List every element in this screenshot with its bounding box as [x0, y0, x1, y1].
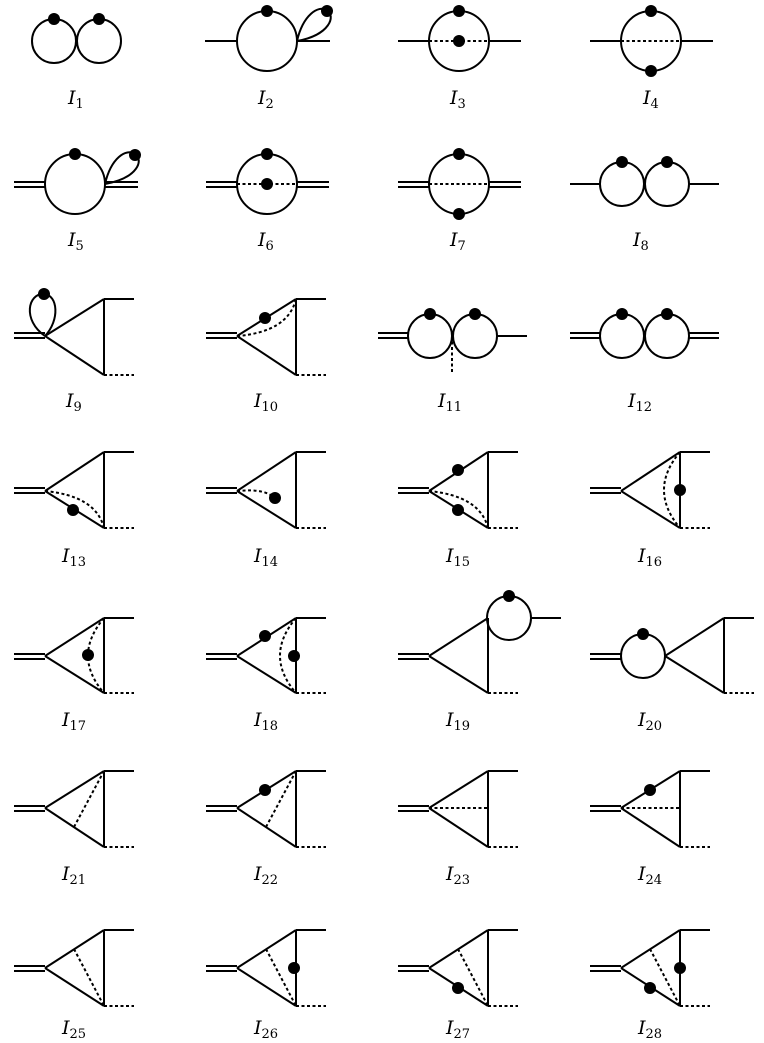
label-i9: I9 [65, 390, 82, 415]
diagram-i18 [206, 617, 326, 694]
label-i19: I19 [445, 709, 470, 734]
diagram-i17 [14, 617, 134, 694]
diagram-i28 [590, 929, 710, 1007]
label-i6: I6 [257, 229, 274, 254]
label-i11: I11 [437, 390, 462, 415]
label-i17: I17 [61, 709, 86, 734]
diagram-i11 [378, 308, 527, 372]
diagram-i16 [590, 451, 710, 529]
label-i25: I25 [61, 1017, 86, 1042]
label-i26: I26 [253, 1017, 278, 1042]
diagram-i2 [205, 5, 333, 72]
label-i14: I14 [253, 545, 278, 570]
label-i16: I16 [637, 545, 662, 570]
label-i20: I20 [637, 709, 662, 734]
diagram-i4 [590, 5, 713, 77]
label-i7: I7 [449, 229, 466, 254]
label-i4: I4 [642, 87, 659, 112]
label-i13: I13 [61, 545, 86, 570]
diagram-i19 [398, 590, 561, 694]
label-i10: I10 [253, 390, 278, 415]
label-i15: I15 [445, 545, 470, 570]
diagram-i26 [206, 929, 326, 1007]
label-i2: I2 [257, 87, 274, 112]
diagram-i5 [14, 148, 141, 215]
diagram-i3 [398, 5, 521, 72]
label-i8: I8 [632, 229, 649, 254]
diagram-i24 [590, 770, 710, 848]
label-i21: I21 [61, 863, 86, 888]
label-i18: I18 [253, 709, 278, 734]
label-i12: I12 [627, 390, 652, 415]
diagram-i6 [206, 148, 329, 215]
diagram-i7 [398, 148, 521, 220]
diagram-i8 [570, 156, 719, 207]
diagram-i27 [398, 929, 518, 1007]
diagram-i25 [14, 929, 134, 1007]
diagram-i15 [398, 451, 518, 529]
label-i1: I1 [67, 87, 84, 112]
diagram-i13 [14, 451, 134, 529]
diagram-i10 [206, 298, 326, 376]
label-i22: I22 [253, 863, 278, 888]
label-i24: I24 [637, 863, 662, 888]
diagram-i21 [14, 770, 134, 848]
diagram-i9 [14, 288, 134, 376]
diagram-i12 [570, 308, 719, 359]
label-i23: I23 [445, 863, 470, 888]
label-i27: I27 [445, 1017, 470, 1042]
diagram-i22 [206, 770, 326, 848]
diagram-i20 [590, 617, 754, 694]
diagram-i14 [206, 451, 326, 529]
label-i3: I3 [449, 87, 466, 112]
diagram-i23 [398, 770, 518, 848]
label-i28: I28 [637, 1017, 662, 1042]
diagram-i1 [31, 13, 122, 64]
label-i5: I5 [67, 229, 84, 254]
